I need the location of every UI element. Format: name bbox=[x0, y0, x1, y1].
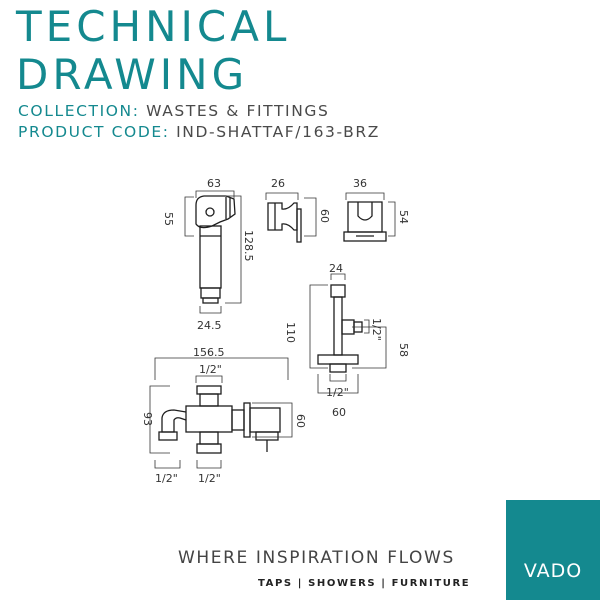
collection-value: WASTES & FITTINGS bbox=[146, 102, 330, 120]
tagline: WHERE INSPIRATION FLOWS bbox=[178, 548, 455, 568]
dim-valve-base-width: 60 bbox=[332, 406, 346, 419]
dim-thermo-bottom-right: 1/2" bbox=[198, 472, 221, 485]
dim-thermo-width: 156.5 bbox=[193, 346, 225, 359]
dim-valve-outlet: 1/2" bbox=[326, 386, 349, 399]
thermostatic-valve-drawing bbox=[158, 385, 281, 454]
handset-drawing bbox=[195, 195, 236, 304]
bracket-front-drawing bbox=[343, 201, 387, 242]
product-categories: TAPS | SHOWERS | FURNITURE bbox=[258, 578, 471, 589]
dim-valve-center-height: 58 bbox=[397, 343, 410, 357]
dim-bracket-side-depth: 26 bbox=[271, 177, 285, 190]
dim-valve-height: 110 bbox=[284, 322, 297, 343]
dim-bracket-side-height: 60 bbox=[318, 209, 331, 223]
dim-handset-width: 63 bbox=[207, 177, 221, 190]
angle-valve-dimension-lines bbox=[309, 273, 387, 394]
dim-valve-top-width: 24 bbox=[329, 262, 343, 275]
dim-handset-length: 128.5 bbox=[242, 230, 255, 262]
logo-text: VADO bbox=[523, 560, 583, 582]
dim-thermo-plate: 60 bbox=[294, 414, 307, 428]
bracket-side-drawing bbox=[267, 202, 302, 243]
product-code-value: IND-SHATTAF/163-BRZ bbox=[176, 123, 380, 141]
dim-thermo-bottom-left: 1/2" bbox=[155, 472, 178, 485]
bracket-front-dimension-lines bbox=[345, 192, 396, 237]
brand-logo: VADO bbox=[506, 500, 600, 600]
handset-dimension-lines bbox=[184, 190, 242, 314]
dim-valve-inlet: 1/2" bbox=[370, 318, 383, 341]
collection-label: COLLECTION: bbox=[18, 102, 140, 120]
dim-thermo-top-inlet: 1/2" bbox=[199, 363, 222, 376]
collection-line: COLLECTION: WASTES & FITTINGS bbox=[18, 102, 330, 120]
thermostatic-valve-dimension-lines bbox=[149, 357, 293, 469]
dim-bracket-front-width: 36 bbox=[353, 177, 367, 190]
dim-handset-base: 24.5 bbox=[197, 319, 222, 332]
dim-bracket-front-height: 54 bbox=[397, 210, 410, 224]
product-code-label: PRODUCT CODE: bbox=[18, 123, 170, 141]
product-code-line: PRODUCT CODE: IND-SHATTAF/163-BRZ bbox=[18, 123, 380, 141]
dim-thermo-height: 93 bbox=[141, 412, 154, 426]
page-title-line-1: TECHNICAL bbox=[16, 2, 291, 51]
dim-handset-head-height: 55 bbox=[162, 212, 175, 226]
page-title-line-2: DRAWING bbox=[16, 50, 249, 99]
bracket-side-dimension-lines bbox=[265, 192, 317, 237]
angle-valve-drawing bbox=[317, 284, 363, 373]
